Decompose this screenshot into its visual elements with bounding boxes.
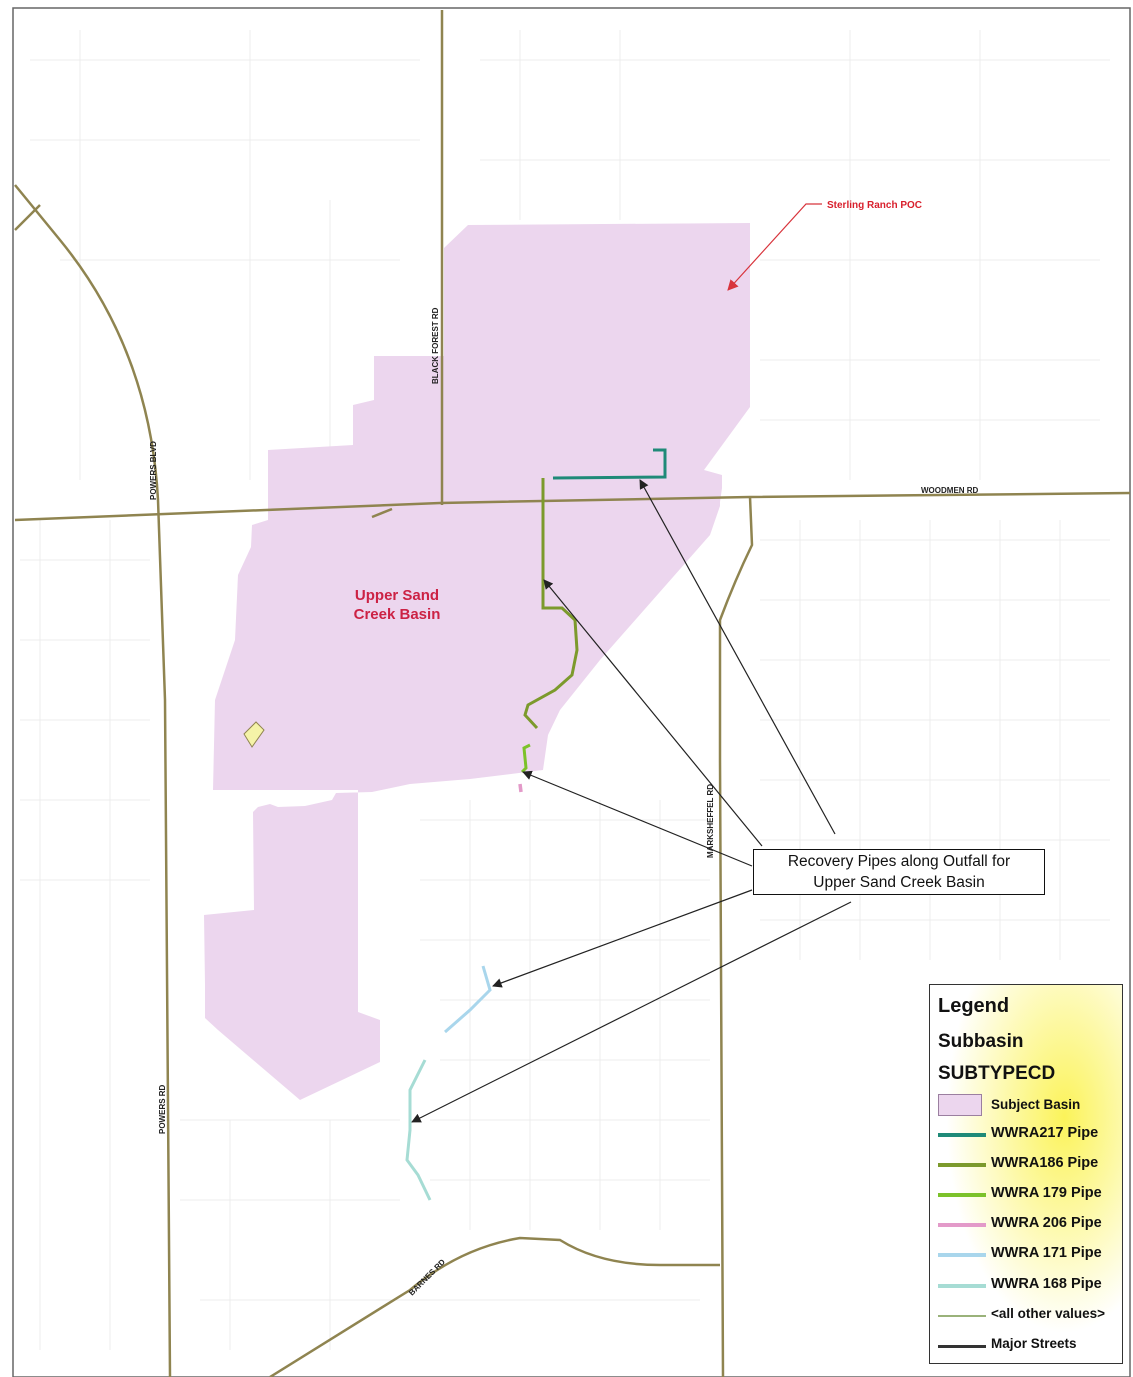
- legend-item-all-other-values: <all other values>: [936, 1303, 1118, 1327]
- callout-box: Recovery Pipes along Outfall for Upper S…: [753, 849, 1045, 895]
- label-woodmen-rd: WOODMEN RD: [921, 486, 979, 495]
- poc-arrow: [727, 203, 822, 291]
- map-border: [12, 7, 1131, 1377]
- pipe-wwra217: [552, 448, 667, 480]
- street-barnes-rd: [269, 1236, 720, 1377]
- legend-item-wwra217: WWRA217 Pipe: [936, 1122, 1118, 1146]
- street-woodmen-spur: [371, 507, 393, 519]
- legend-swatch-wwra206: [938, 1223, 986, 1227]
- label-powers-rd: POWERS RD: [158, 1084, 167, 1134]
- pipe-wwra186: [523, 478, 579, 730]
- legend-swatch-wwra168: [938, 1284, 986, 1288]
- legend-field: SUBTYPECD: [938, 1063, 1056, 1084]
- callout-arrow-to-wwra168: [411, 901, 852, 1123]
- callout-arrows: [411, 479, 852, 1123]
- legend-label: Major Streets: [991, 1336, 1077, 1351]
- legend-swatch-wwra179: [938, 1193, 986, 1197]
- legend-item-wwra206: WWRA 206 Pipe: [936, 1212, 1118, 1236]
- street-marksheffel-rd: [718, 496, 754, 1377]
- callout-line2: Upper Sand Creek Basin: [813, 874, 985, 891]
- pipe-wwra168: [405, 1059, 432, 1201]
- pipe-wwra171: [444, 965, 492, 1034]
- legend-label: WWRA 168 Pipe: [991, 1276, 1102, 1292]
- legend-swatch-wwra186: [938, 1163, 986, 1167]
- street-woodmen-rd: [14, 491, 1131, 522]
- legend-label: <all other values>: [991, 1306, 1106, 1321]
- upper-sand-creek-basin: [204, 223, 750, 1100]
- legend-subtitle: Subbasin: [938, 1031, 1024, 1052]
- legend-item-subject-basin: Subject Basin: [936, 1094, 1118, 1118]
- basin-label-line2: Creek Basin: [354, 606, 441, 623]
- label-black-forest-rd: BLACK FOREST RD: [431, 307, 440, 384]
- legend-swatch-all-other-values: [938, 1315, 986, 1317]
- callout-arrow-to-wwra171: [492, 889, 753, 988]
- pipe-wwra206: [518, 783, 523, 793]
- legend-label: WWRA 179 Pipe: [991, 1185, 1102, 1201]
- legend-item-wwra179: WWRA 179 Pipe: [936, 1182, 1118, 1206]
- pipe-wwra179: [520, 743, 531, 774]
- legend-title: Legend: [938, 995, 1010, 1017]
- callout-arrow-to-wwra186: [543, 579, 763, 847]
- legend-swatch-subject-basin: [938, 1094, 982, 1116]
- legend-label: WWRA 171 Pipe: [991, 1245, 1102, 1261]
- major-streets: [14, 10, 1131, 1377]
- label-barnes-rd: BARNES RD: [407, 1257, 447, 1297]
- legend-item-wwra171: WWRA 171 Pipe: [936, 1242, 1118, 1266]
- street-powers-corner: [14, 204, 41, 231]
- callout-arrow-to-wwra217: [639, 479, 836, 835]
- legend-item-wwra186: WWRA186 Pipe: [936, 1152, 1118, 1176]
- legend-item-wwra168: WWRA 168 Pipe: [936, 1273, 1118, 1297]
- legend-label: Subject Basin: [991, 1097, 1081, 1112]
- recovery-pipes: [405, 448, 667, 1201]
- label-marksheffel-rd: MARKSHEFFEL RD: [706, 784, 715, 858]
- yellow-parcel: [243, 721, 265, 748]
- legend-swatch-major-streets: [938, 1345, 986, 1348]
- basin-label: Upper Sand: [355, 587, 439, 604]
- legend-label: WWRA 206 Pipe: [991, 1215, 1102, 1231]
- legend-swatch-wwra171: [938, 1253, 986, 1257]
- legend-label: WWRA217 Pipe: [991, 1125, 1099, 1141]
- legend-label: WWRA186 Pipe: [991, 1155, 1099, 1171]
- parcel-background: [20, 30, 1110, 1350]
- legend: Legend Subbasin SUBTYPECD Subject Basin …: [929, 984, 1123, 1364]
- callout-line1: Recovery Pipes along Outfall for: [787, 853, 1011, 870]
- legend-swatch-wwra217: [938, 1133, 986, 1137]
- label-powers-blvd: POWERS BLVD: [149, 441, 158, 500]
- callout-arrow-to-wwra179: [522, 770, 753, 867]
- street-powers-blvd: [14, 184, 172, 1377]
- legend-item-major-streets: Major Streets: [936, 1333, 1118, 1357]
- poc-label: Sterling Ranch POC: [827, 200, 922, 211]
